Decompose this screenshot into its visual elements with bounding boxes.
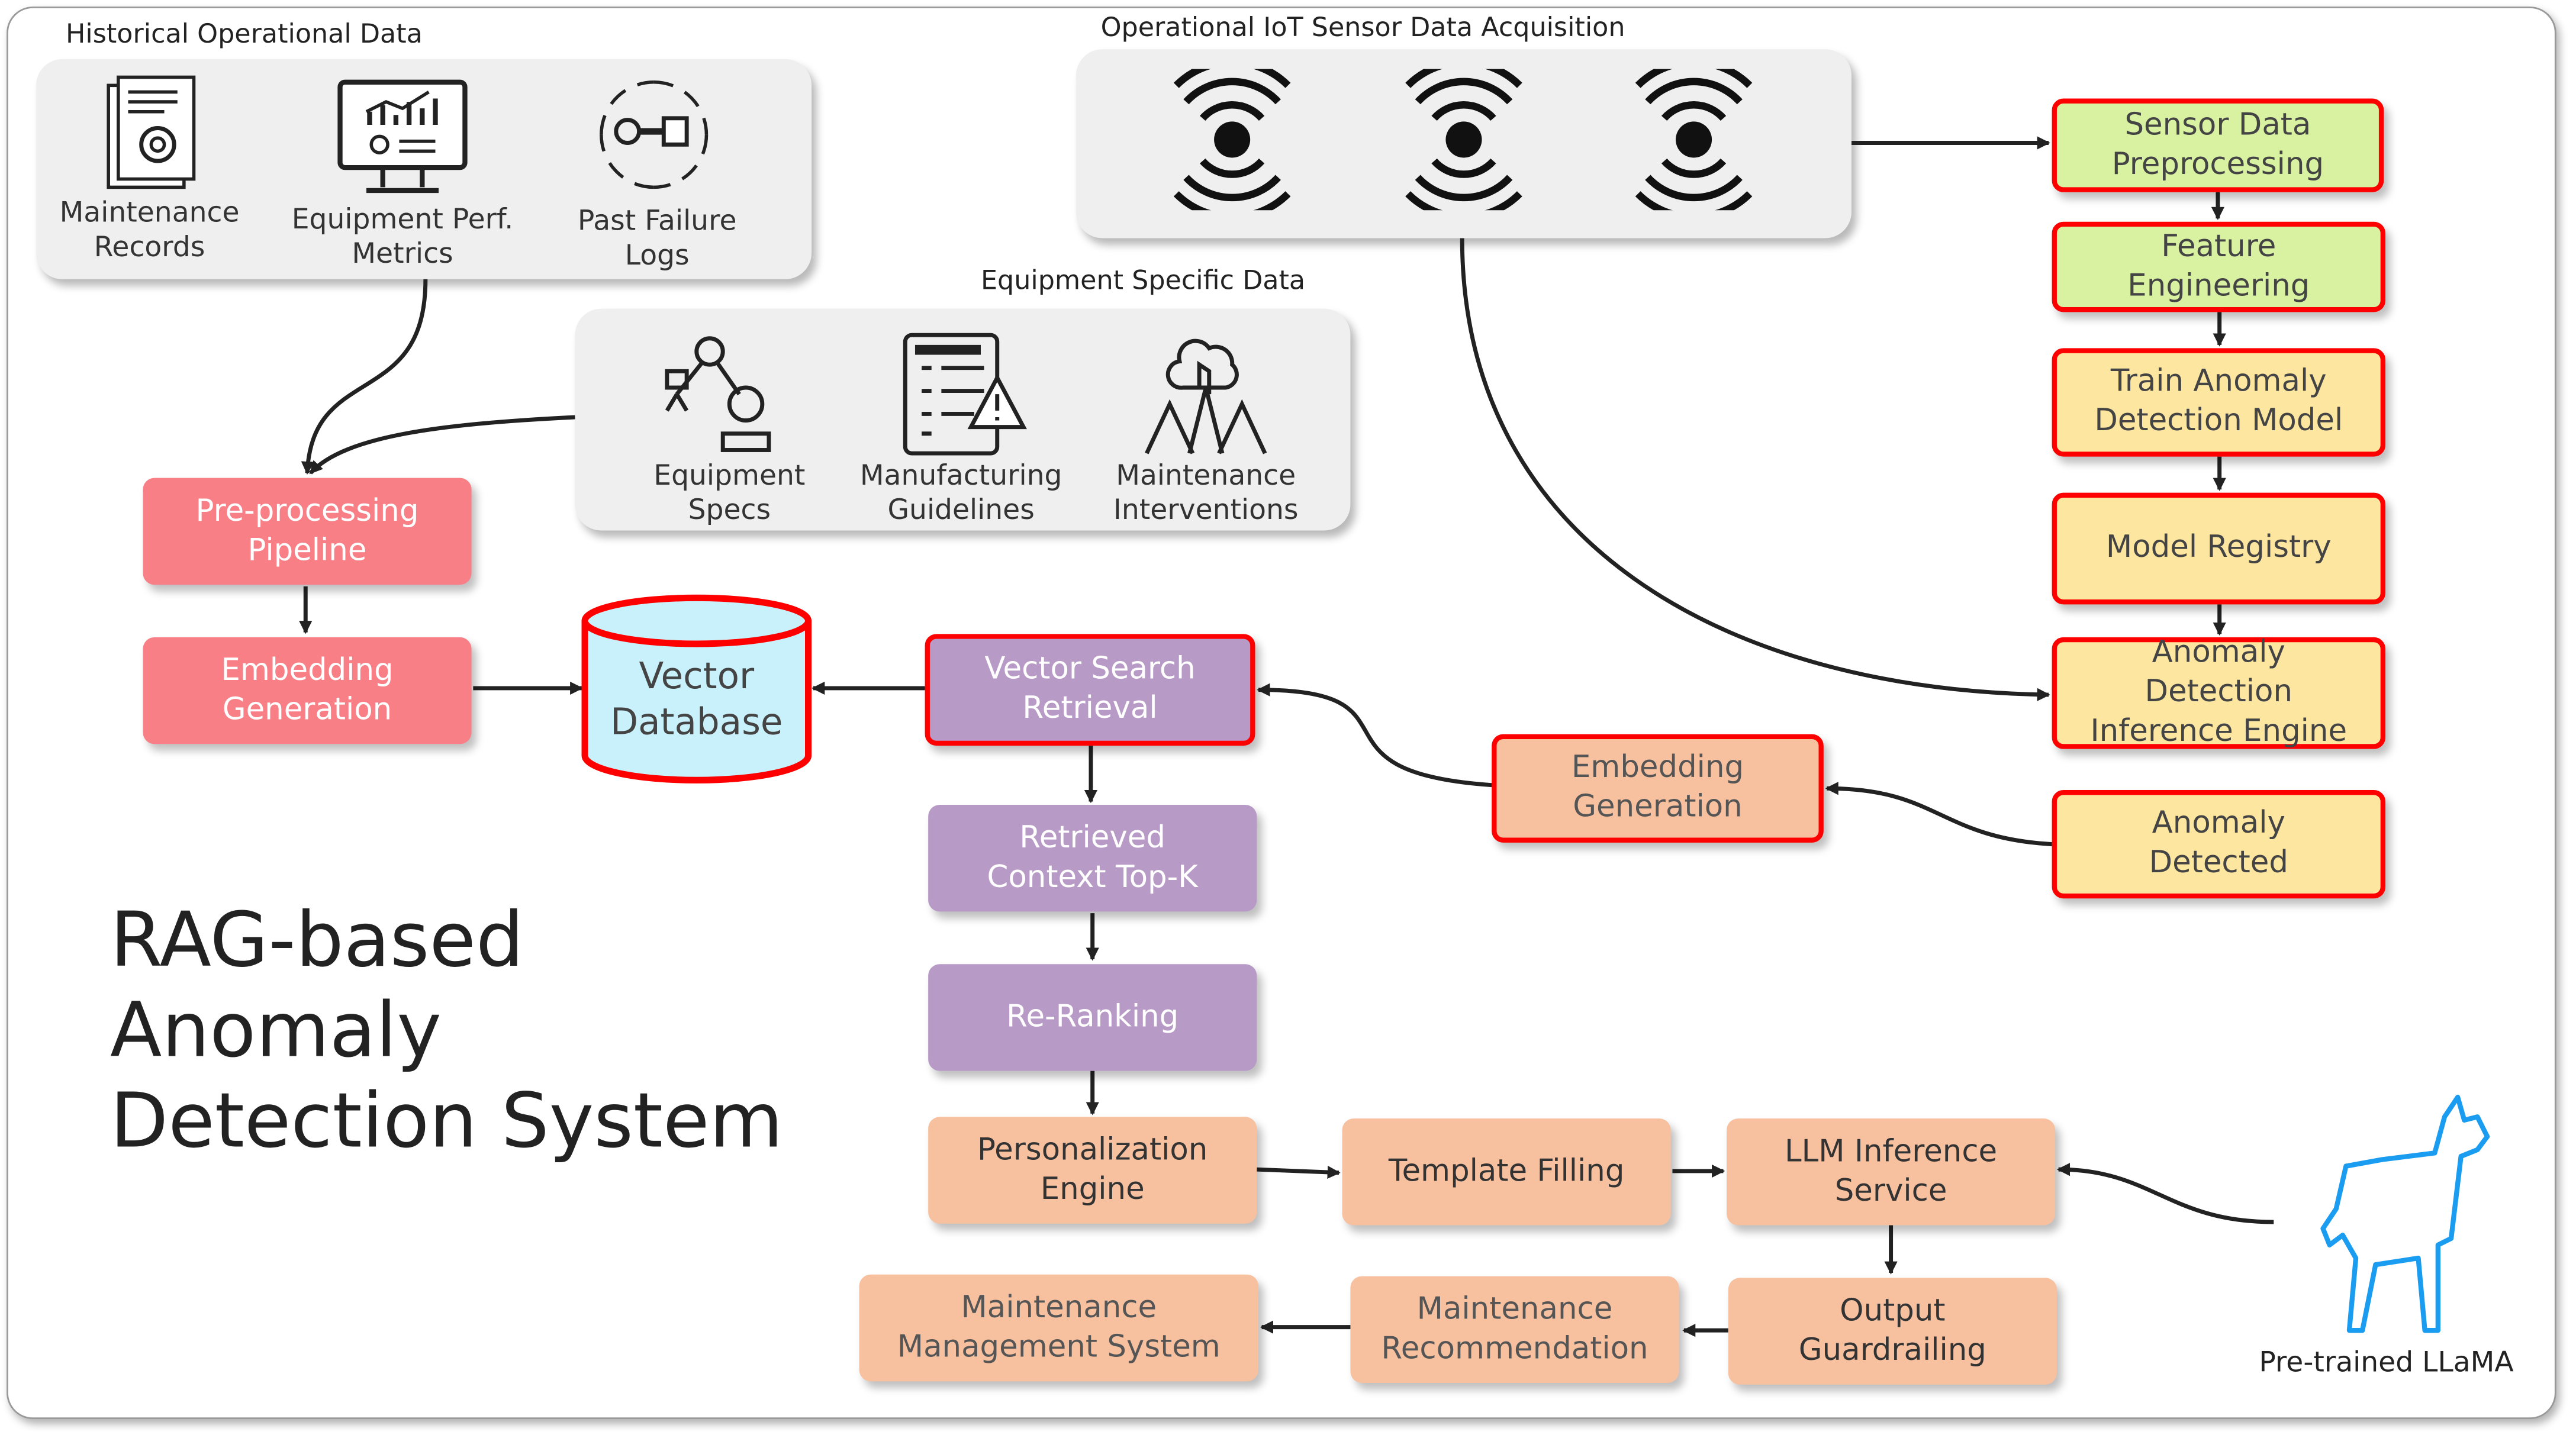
equipment-metrics-label: Equipment Perf. Metrics (291, 204, 514, 271)
personalization-engine-node: Personalization Engine (928, 1117, 1257, 1224)
maintenance-records-icon (107, 75, 196, 189)
vector-database-label: Vector Database (610, 657, 783, 744)
iot-data-label: Operational IoT Sensor Data Acquisition (1100, 11, 1625, 43)
output-guardrailing-node: Output Guardrailing (1728, 1278, 2057, 1385)
maintenance-recommendation-node: Maintenance Recommendation (1350, 1276, 1679, 1383)
maintenance-interventions-icon (1145, 338, 1267, 454)
past-failure-logs-label: Past Failure Logs (577, 205, 737, 273)
historical-data-label: Historical Operational Data (66, 18, 423, 50)
embedding-generation-node: Embedding Generation (143, 637, 472, 744)
template-filling-node: Template Filling (1342, 1118, 1671, 1226)
llama-label: Pre-trained LLaMA (2259, 1346, 2514, 1380)
preprocessing-pipeline-node: Pre-processing Pipeline (143, 478, 472, 585)
sensor-signal-icon (1405, 69, 1522, 211)
model-registry-node: Model Registry (2052, 492, 2386, 605)
train-anomaly-model-node: Train Anomaly Detection Model (2052, 348, 2386, 457)
retrieved-context-node: Retrieved Context Top-K (928, 804, 1257, 912)
vector-database-icon (581, 594, 812, 784)
diagram-title: RAG-based Anomaly Detection System (110, 895, 783, 1165)
feature-engineering-node: Feature Engineering (2052, 221, 2386, 312)
equipment-specs-label: Equipment Specs (653, 460, 806, 527)
anomaly-detected-node: Anomaly Detected (2052, 790, 2386, 899)
equipment-data-label: Equipment Specific Data (980, 264, 1306, 296)
sensor-signal-icon (1635, 69, 1753, 211)
equipment-metrics-icon (337, 79, 468, 194)
manufacturing-guidelines-icon (903, 333, 1027, 456)
anomaly-inference-engine-node: Anomaly Detection Inference Engine (2052, 636, 2386, 749)
sensor-signal-icon (1173, 69, 1291, 211)
reranking-node: Re-Ranking (928, 964, 1257, 1071)
vector-search-retrieval-node: Vector Search Retrieval (925, 634, 1255, 746)
sensor-data-preprocessing-node: Sensor Data Preprocessing (2052, 98, 2384, 192)
manufacturing-guidelines-label: Manufacturing Guidelines (859, 460, 1062, 527)
maintenance-records-label: Maintenance Records (59, 197, 240, 265)
robot-arm-icon (665, 336, 771, 452)
past-failure-logs-icon (600, 80, 709, 189)
embedding-generation-mid-node: Embedding Generation (1492, 734, 1824, 843)
maintenance-interventions-label: Maintenance Interventions (1113, 460, 1299, 527)
maintenance-management-system-node: Maintenance Management System (859, 1274, 1259, 1382)
llm-inference-service-node: LLM Inference Service (1727, 1118, 2056, 1226)
llama-icon (2320, 1094, 2490, 1333)
